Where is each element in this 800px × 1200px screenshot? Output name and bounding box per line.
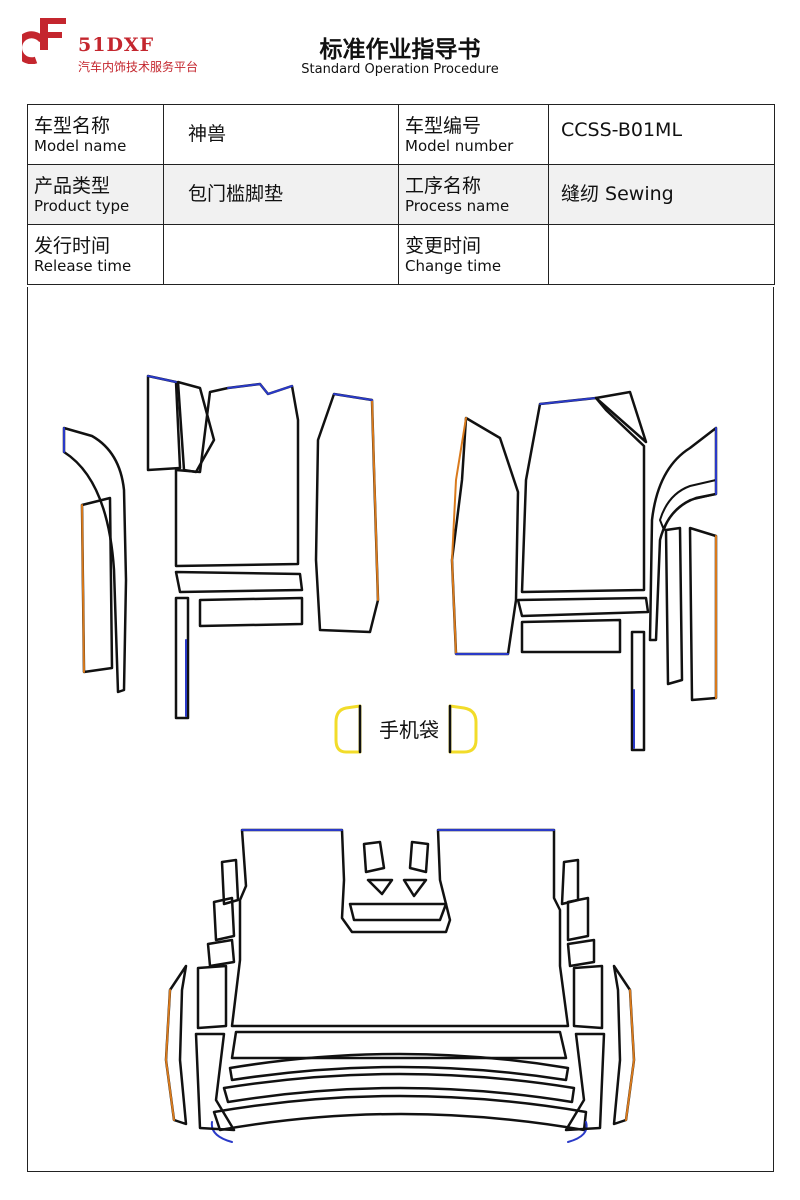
rear-right-side-piece-4	[572, 964, 604, 1030]
logo-mark-icon	[22, 18, 66, 64]
rear-lower-strip	[230, 1030, 568, 1060]
left-sill-arc-piece	[62, 426, 128, 694]
phone-pocket-right-tab	[448, 704, 478, 754]
driver-side-strip	[174, 596, 190, 720]
model-number-value: CCSS-B01ML	[561, 119, 683, 141]
passenger-corner-piece	[594, 390, 648, 444]
rear-center-left-piece	[362, 840, 386, 874]
driver-door-panel	[314, 392, 380, 634]
rear-right-side-piece-3	[566, 938, 596, 968]
model-name-label: 车型名称 Model name	[27, 104, 164, 165]
brand-name: 51DXF	[78, 34, 155, 56]
right-sill-inner-arc	[659, 479, 717, 531]
rear-mat-group	[164, 828, 636, 1143]
rear-right-sill-arc	[612, 964, 636, 1126]
right-sill-narrow-strip	[664, 526, 684, 686]
rear-right-side-piece-2	[566, 896, 590, 942]
rear-left-side-piece-2	[212, 896, 236, 942]
passenger-heel-pad	[520, 618, 622, 654]
model-number-label: 车型编号 Model number	[398, 104, 549, 165]
change-time-label-cn: 变更时间	[405, 235, 482, 257]
process-name-cell: 缝纫 Sewing	[548, 164, 775, 225]
drawing-area	[27, 287, 774, 1172]
page-title: 标准作业指导书	[319, 37, 481, 63]
info-row-product: 产品类型 Product type 包门槛脚垫 工序名称 Process nam…	[27, 164, 775, 225]
process-name-label-cn: 工序名称	[405, 175, 482, 197]
front-right-mat-group	[450, 390, 718, 752]
rear-bottom-arc-2	[222, 1072, 576, 1104]
info-row-model: 车型名称 Model name 神兽 车型编号 Model number CCS…	[27, 104, 775, 165]
rear-center-right-triangle	[402, 878, 428, 898]
rear-bottom-arc-3	[212, 1094, 588, 1132]
rear-left-side-piece-3	[206, 938, 236, 968]
rear-center-left-triangle	[366, 878, 394, 896]
model-number-label-cn: 车型编号	[405, 115, 482, 137]
rear-left-side-piece-1	[220, 858, 240, 906]
model-name-cell: 神兽	[163, 104, 399, 165]
passenger-main-mat	[520, 396, 646, 594]
rear-right-side-piece-1	[560, 858, 580, 906]
page-subtitle: Standard Operation Procedure	[301, 62, 499, 77]
rear-center-right-piece	[408, 840, 430, 874]
process-name-label-en: Process name	[405, 197, 510, 215]
rear-left-side-piece-4	[196, 964, 228, 1030]
front-left-mat-group	[62, 374, 380, 720]
passenger-lower-strip	[516, 596, 650, 618]
brand-logo: 51DXF 汽车内饰技术服务平台	[22, 16, 252, 80]
info-row-time: 发行时间 Release time 变更时间 Change time	[27, 224, 775, 285]
change-time-label: 变更时间 Change time	[398, 224, 549, 285]
driver-lower-strip	[174, 570, 304, 594]
process-name-value: 缝纫 Sewing	[561, 183, 674, 205]
driver-heel-pad	[198, 596, 304, 628]
left-inner-panel	[176, 380, 216, 474]
info-table: 车型名称 Model name 神兽 车型编号 Model number CCS…	[27, 104, 775, 285]
passenger-side-strip	[630, 630, 646, 752]
rear-main-mat	[230, 828, 570, 1028]
phone-pocket-label: 手机袋	[379, 718, 439, 742]
change-time-label-en: Change time	[405, 257, 502, 275]
product-type-label-en: Product type	[34, 197, 130, 215]
driver-main-mat	[174, 382, 300, 568]
left-tall-panel	[146, 374, 182, 472]
rear-left-arc-piece	[194, 1032, 236, 1132]
rear-left-sill-arc	[164, 964, 188, 1126]
rear-bottom-arc-1	[228, 1052, 570, 1082]
model-name-label-cn: 车型名称	[34, 115, 111, 137]
product-type-value: 包门槛脚垫	[188, 183, 284, 205]
release-time-label-cn: 发行时间	[34, 235, 111, 257]
phone-pocket	[334, 704, 478, 754]
passenger-door-panel	[450, 416, 520, 656]
brand-tagline: 汽车内饰技术服务平台	[78, 60, 199, 74]
rear-center-console-pad	[348, 902, 448, 922]
release-time-cell	[163, 224, 399, 285]
product-type-cell: 包门槛脚垫	[163, 164, 399, 225]
phone-pocket-left-tab	[334, 704, 362, 754]
model-number-cell: CCSS-B01ML	[548, 104, 775, 165]
model-name-value: 神兽	[188, 123, 227, 145]
model-name-label-en: Model name	[34, 137, 127, 155]
rear-right-arc-piece	[564, 1032, 606, 1132]
model-number-label-en: Model number	[405, 137, 514, 155]
right-sill-strip	[688, 526, 718, 702]
product-type-label-cn: 产品类型	[34, 175, 111, 197]
release-time-label-en: Release time	[34, 257, 132, 275]
release-time-label: 发行时间 Release time	[27, 224, 164, 285]
change-time-cell	[548, 224, 775, 285]
